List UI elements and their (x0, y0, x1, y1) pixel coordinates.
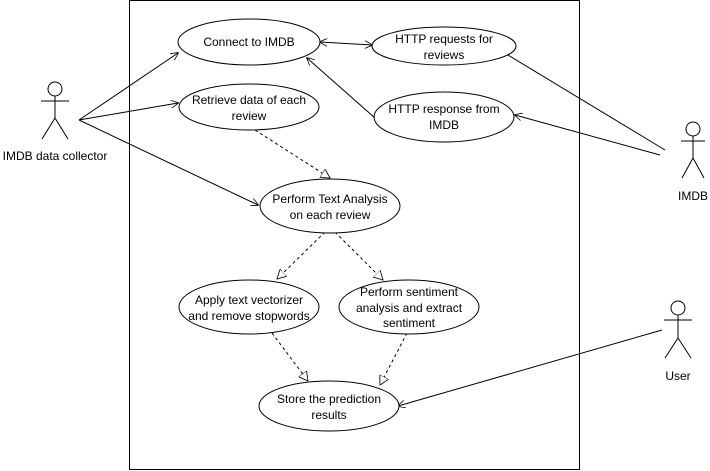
use-case-http-requests-label-line1: HTTP requests for (395, 32, 493, 46)
stick-figure-icon (41, 81, 69, 140)
assoc-response-connect (307, 58, 376, 119)
use-case-text-analysis[interactable]: Perform Text Analysis on each review (259, 178, 401, 234)
use-case-http-requests[interactable]: HTTP requests for reviews (371, 26, 517, 66)
use-case-vectorizer[interactable]: Apply text vectorizer and remove stopwor… (178, 279, 320, 335)
use-case-vectorizer-label-line2: and remove stopwords (188, 309, 309, 323)
stick-figure-icon (681, 121, 705, 179)
assoc-connect-requests (320, 42, 372, 45)
use-case-sentiment-label-line2: analysis and extract (356, 301, 463, 315)
use-case-http-requests-label-line2: reviews (424, 48, 465, 62)
dep-analysis-vectorizer (277, 231, 326, 279)
assoc-requests-imdb (507, 54, 666, 151)
use-case-retrieve[interactable]: Retrieve data of each review (178, 83, 320, 131)
dep-vectorizer-store (271, 332, 308, 381)
assoc-imdb-response (515, 115, 661, 156)
use-case-text-analysis-label-line2: on each review (290, 208, 371, 222)
use-case-http-response-label-line2: IMDB (429, 118, 459, 132)
stick-figure-icon (664, 300, 692, 359)
use-case-sentiment[interactable]: Perform sentiment analysis and extract s… (338, 279, 480, 335)
dep-sentiment-store (380, 332, 408, 385)
assoc-user-store (398, 329, 663, 406)
use-case-store[interactable]: Store the prediction results (258, 380, 400, 432)
actor-collector[interactable]: IMDB data collector (3, 81, 108, 163)
assoc-collector-analysis (78, 119, 258, 205)
dep-analysis-sentiment (334, 231, 383, 280)
use-case-connect-label: Connect to IMDB (203, 35, 294, 49)
use-case-text-analysis-label-line1: Perform Text Analysis (272, 192, 387, 206)
use-case-connect[interactable]: Connect to IMDB (177, 18, 321, 66)
assoc-collector-retrieve (78, 103, 178, 121)
use-case-store-label-line2: results (311, 408, 346, 422)
use-case-retrieve-label-line2: review (232, 109, 267, 123)
use-case-retrieve-label-line1: Retrieve data of each (192, 93, 306, 107)
actor-imdb[interactable]: IMDB (678, 121, 708, 203)
use-case-sentiment-label-line1: Perform sentiment (360, 285, 459, 299)
system-boundary (129, 0, 580, 470)
actor-user[interactable]: User (664, 300, 692, 383)
use-case-http-response-label-line1: HTTP response from (388, 102, 499, 116)
use-case-http-response[interactable]: HTTP response from IMDB (373, 91, 515, 143)
use-case-store-label-line1: Store the prediction (277, 392, 381, 406)
actor-user-label: User (665, 369, 690, 383)
use-case-sentiment-label-line3: sentiment (383, 316, 436, 330)
assoc-collector-connect (78, 53, 178, 121)
actor-collector-label: IMDB data collector (3, 149, 108, 163)
dep-retrieve-analysis (254, 129, 330, 178)
use-case-vectorizer-label-line1: Apply text vectorizer (195, 293, 303, 307)
actor-imdb-label: IMDB (678, 189, 708, 203)
